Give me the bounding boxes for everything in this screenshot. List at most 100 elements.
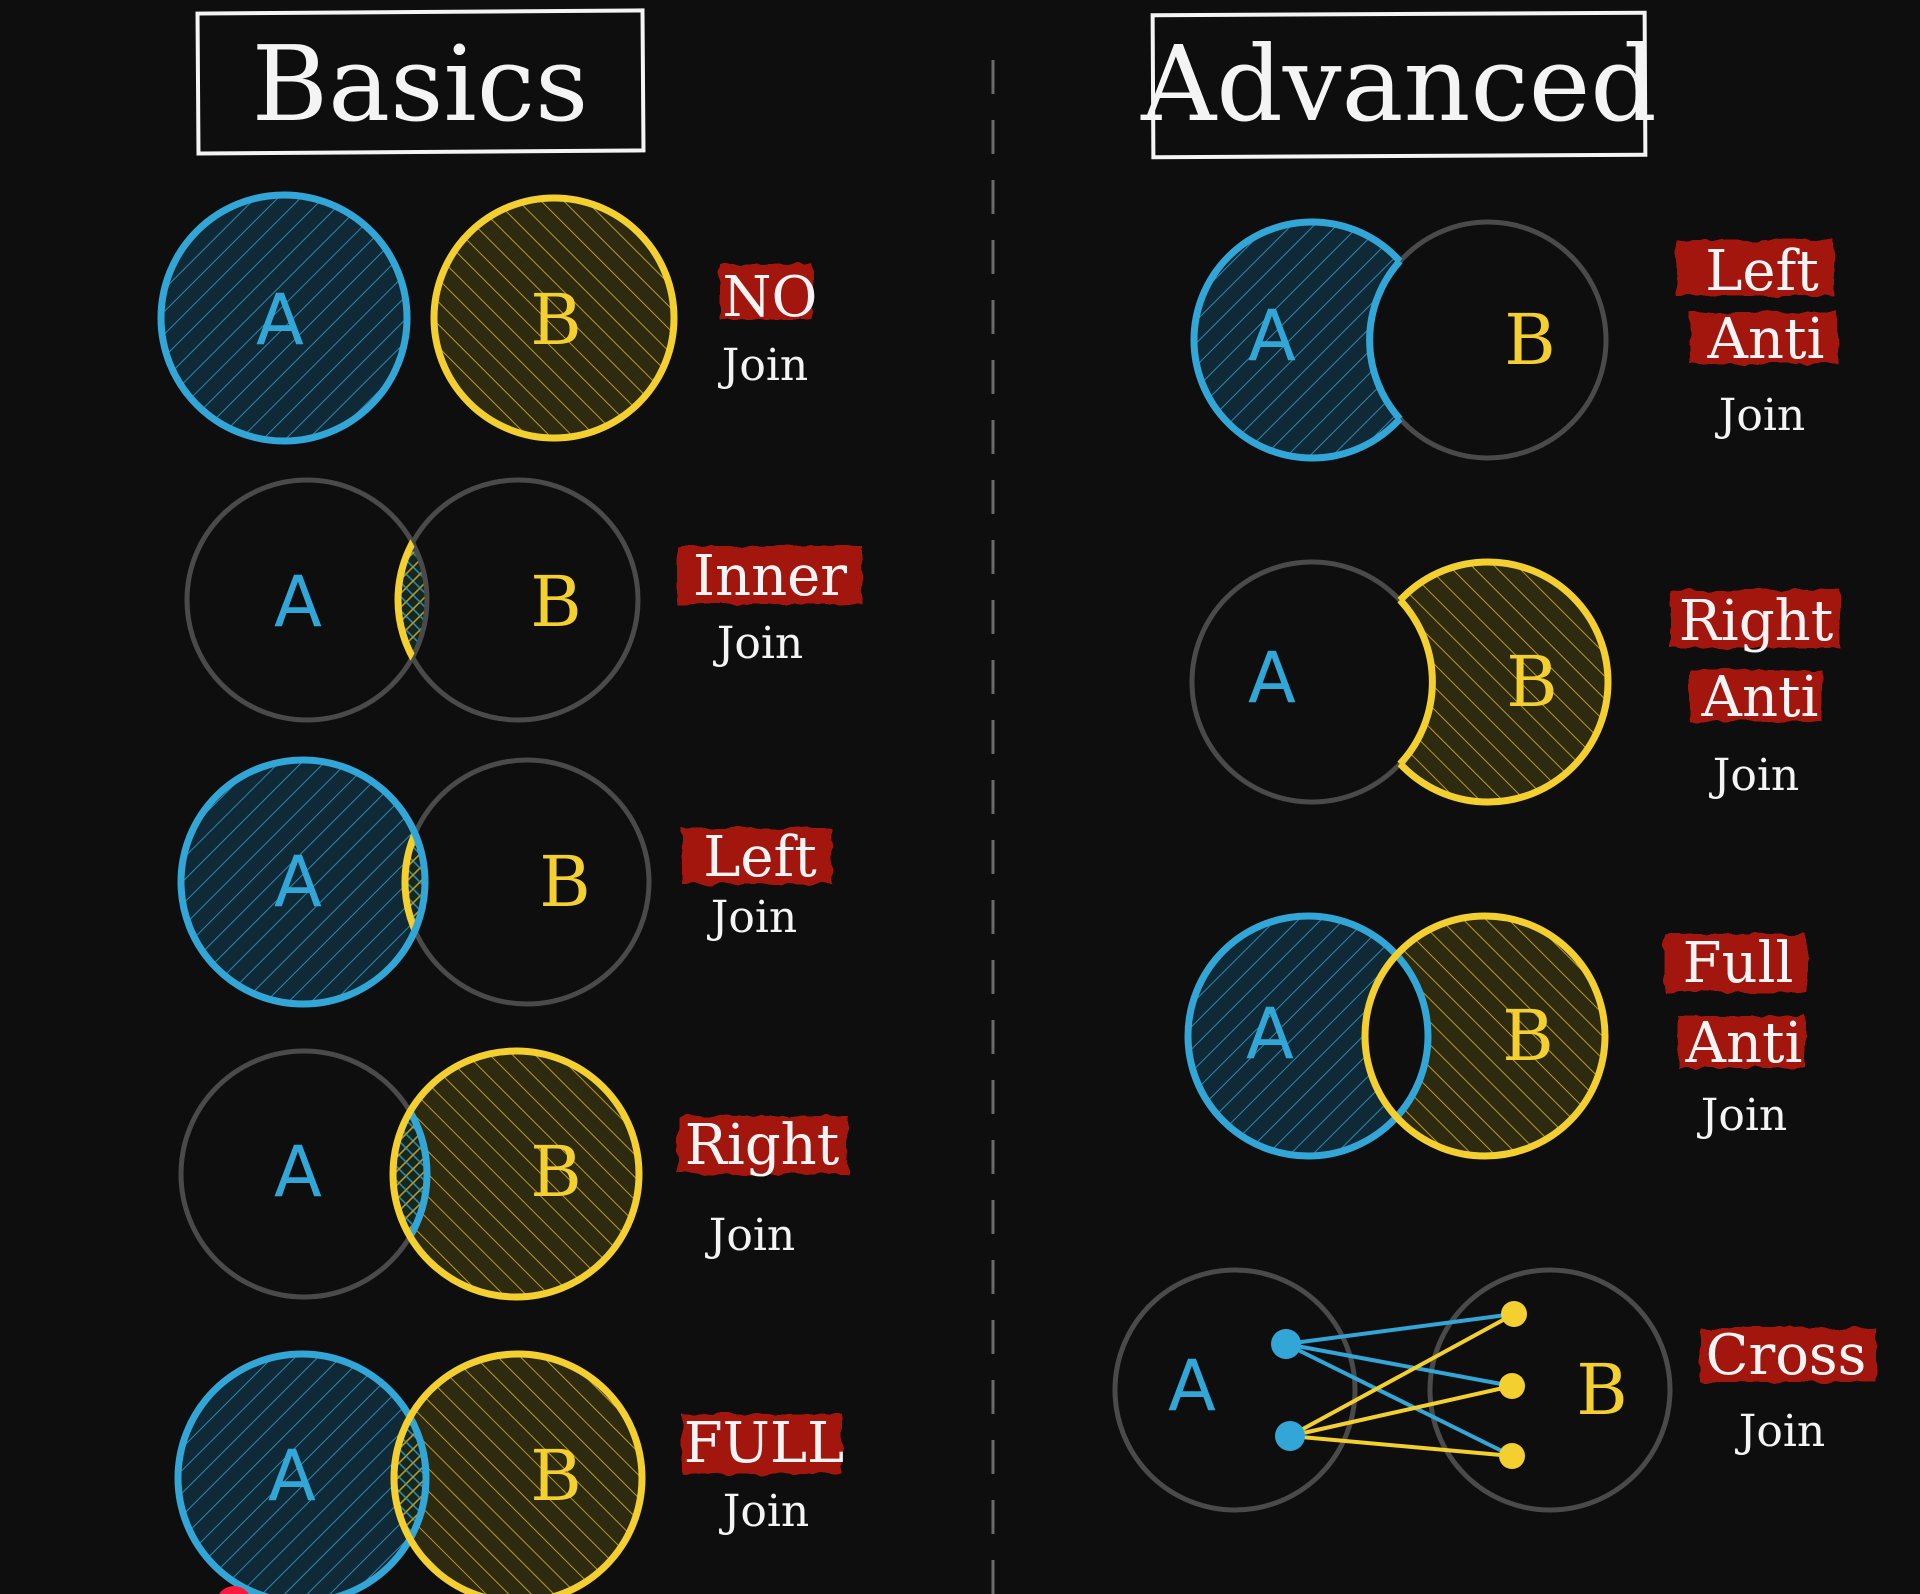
set-a-circle — [184, 477, 430, 723]
highlight-stroke — [1670, 590, 1840, 648]
set-b-label: B — [1504, 299, 1555, 381]
left-join-label: Left Join — [682, 825, 832, 943]
right-join-diagram: A B — [178, 1047, 643, 1301]
set-a-outline — [1190, 218, 1434, 462]
advanced-header: Advanced — [1140, 10, 1657, 160]
left-anti-join-diagram: A B — [1190, 218, 1609, 462]
set-b-label: B — [530, 1131, 581, 1213]
set-a-label: A — [1168, 1345, 1216, 1427]
basics-title-box — [195, 8, 646, 156]
basics-header: Basics — [195, 8, 646, 156]
join-name: Right — [685, 1113, 840, 1178]
highlight-stroke — [1664, 934, 1806, 992]
advanced-title: Advanced — [1140, 23, 1657, 145]
intersection-outline-b — [394, 480, 427, 720]
intersection-outline-a — [393, 1051, 431, 1297]
set-a-fill — [181, 760, 425, 1004]
join-qualifier: Anti — [1685, 1011, 1803, 1076]
left-join-diagram: A B — [177, 756, 652, 1008]
advanced-title-box — [1150, 10, 1648, 160]
inner-join-diagram: A B — [184, 477, 641, 723]
right-join-label: Right Join — [678, 1113, 848, 1261]
set-b-label: B — [530, 1435, 581, 1517]
join-name: FULL — [684, 1411, 844, 1476]
cut-edge — [1366, 258, 1403, 422]
join-name: Left — [1705, 239, 1819, 304]
set-b-label: B — [530, 561, 581, 643]
set-b-circle — [390, 1350, 646, 1594]
set-a-label: A — [274, 1131, 322, 1213]
set-a-label: A — [268, 1435, 316, 1517]
set-b-label: B — [1506, 641, 1557, 723]
set-a-label: A — [274, 841, 322, 923]
set-a-only-fill — [1188, 916, 1428, 1156]
set-a-circle — [174, 1350, 430, 1594]
row-a2-dot — [1275, 1421, 1305, 1451]
set-b-circle — [402, 757, 652, 1007]
join-qualifier: Anti — [1701, 665, 1819, 730]
set-b-only-fill — [1368, 562, 1608, 802]
set-a-circle — [157, 191, 411, 445]
row-b1-dot — [1501, 1301, 1527, 1327]
set-a-circle — [1184, 912, 1432, 1160]
set-b-label: B — [539, 841, 590, 923]
set-a-label: A — [1246, 993, 1294, 1075]
join-word: Join — [1715, 390, 1806, 441]
highlight-stroke — [682, 1414, 842, 1474]
red-dot-icon — [219, 1586, 249, 1594]
join-name: Left — [703, 825, 817, 890]
join-word: Join — [705, 1210, 796, 1261]
intersection-outline-b — [401, 760, 425, 1004]
highlight-stroke — [720, 264, 812, 320]
highlight-stroke — [1690, 312, 1838, 364]
cross-join-label: Cross Join — [1700, 1323, 1876, 1457]
right-anti-join-diagram: A B — [1189, 558, 1612, 806]
set-b-only-fill — [1365, 916, 1605, 1156]
join-name: NO — [723, 265, 818, 330]
no-join-label: NO Join — [718, 264, 818, 391]
join-name: Full — [1683, 931, 1794, 996]
right-anti-join-label: Right Anti Join — [1670, 589, 1840, 801]
set-a-label: A — [256, 279, 304, 361]
row-b3-dot — [1499, 1443, 1525, 1469]
row-b2-dot — [1499, 1373, 1525, 1399]
join-qualifier: Anti — [1707, 307, 1825, 372]
join-word: Join — [718, 340, 809, 391]
set-b-outline — [1364, 558, 1612, 806]
set-b-circle — [1361, 912, 1609, 1160]
set-b-fill — [394, 1354, 642, 1594]
join-word: Join — [707, 892, 798, 943]
full-anti-join-label: Full Anti Join — [1664, 931, 1806, 1141]
full-join-label: FULL Join — [682, 1411, 844, 1537]
cross-join-diagram: A B — [1112, 1267, 1673, 1513]
row-a1-dot — [1271, 1329, 1301, 1359]
cross-product-lines — [1285, 1312, 1515, 1458]
set-a-circle — [177, 756, 429, 1008]
no-join-diagram: A B — [157, 191, 678, 445]
set-b-circle — [1427, 1267, 1673, 1513]
join-name: Cross — [1706, 1323, 1867, 1388]
left-anti-join-label: Left Anti Join — [1676, 239, 1838, 441]
set-a-circle — [1112, 1267, 1358, 1513]
set-b-label: B — [1502, 995, 1553, 1077]
highlight-stroke — [1700, 1328, 1876, 1382]
highlight-stroke — [682, 828, 832, 884]
basics-title: Basics — [252, 23, 589, 145]
highlight-stroke — [1678, 1016, 1806, 1068]
join-word: Join — [1735, 1406, 1826, 1457]
join-word: Join — [713, 618, 804, 669]
set-a-label: A — [274, 561, 322, 643]
join-word: Join — [719, 1486, 810, 1537]
full-anti-join-diagram: A B — [1184, 912, 1609, 1160]
set-b-label: B — [530, 279, 581, 361]
join-name: Right — [1679, 589, 1834, 654]
highlight-stroke — [678, 1116, 848, 1174]
join-word: Join — [1709, 750, 1800, 801]
set-a-fill — [178, 1354, 426, 1594]
set-b-circle — [430, 194, 678, 442]
join-name: Inner — [693, 544, 847, 609]
set-b-circle — [389, 1047, 643, 1301]
set-a-only-fill — [1194, 222, 1430, 458]
set-b-fill — [393, 1051, 639, 1297]
